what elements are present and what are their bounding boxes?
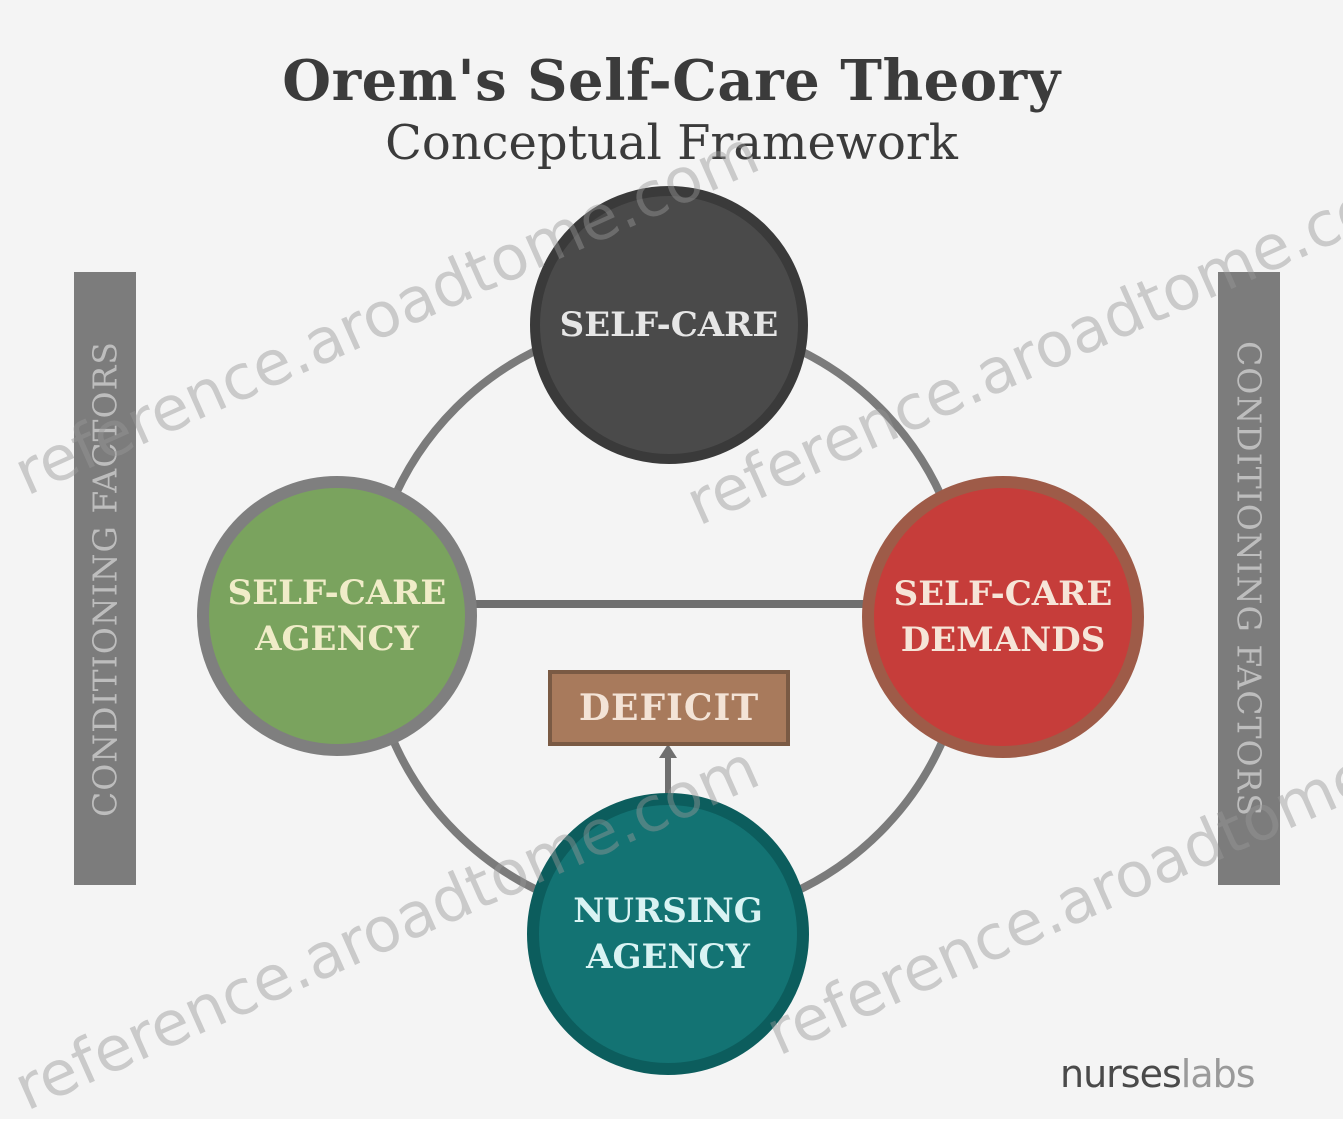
deficit-arrowhead [659,744,677,758]
self-care-demands-node: SELF-CARE DEMANDS [862,476,1144,758]
self-care-agency-label: SELF-CARE AGENCY [227,573,447,659]
nursing-agency-label: NURSING AGENCY [573,891,763,977]
nurseslabs-logo: nurseslabs [1060,1052,1256,1096]
logo-suffix-text: labs [1180,1052,1256,1096]
logo-main-text: nurses [1060,1052,1182,1096]
right-conditioning-factors-bar: CONDITIONING FACTORS [1218,272,1280,885]
deficit-box: DEFICIT [548,670,790,746]
diagram-subtitle: Conceptual Framework [385,115,958,171]
self-care-agency-node: SELF-CARE AGENCY [197,476,477,756]
self-care-node: SELF-CARE [530,186,808,464]
diagram-title: Orem's Self-Care Theory [282,48,1061,114]
left-conditioning-factors-bar: CONDITIONING FACTORS [74,272,136,885]
self-care-label: SELF-CARE [559,305,779,345]
self-care-demands-label: SELF-CARE DEMANDS [893,574,1113,660]
deficit-label: DEFICIT [578,687,760,729]
